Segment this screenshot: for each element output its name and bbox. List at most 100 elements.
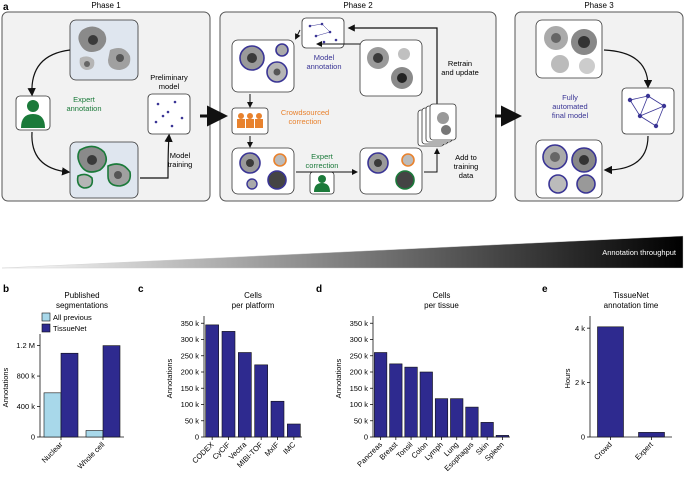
fully-automated-line2: automated [552, 102, 587, 111]
p3-arrow-1 [603, 49, 653, 89]
model-training-line2: training [168, 160, 193, 169]
throughput-gradient-triangle [1, 235, 684, 269]
preliminary-model-graph [147, 93, 191, 135]
chart-b-bar [102, 345, 121, 438]
chart-c-xtick-label: IMC [281, 440, 297, 456]
preliminary-model-line2: model [159, 82, 180, 91]
crowd-icon [231, 107, 269, 135]
chart-e-ytick-label: 2 k [575, 378, 585, 387]
chart-e-xtick-label: Crowd [592, 440, 614, 462]
panel-d-letter: d [316, 284, 322, 295]
panel-c-letter: c [138, 284, 144, 295]
phase1-expert-icon [15, 95, 51, 131]
chart-d-ytick-label: 100 k [350, 400, 369, 409]
phase2-raw-image [359, 39, 423, 97]
chart-b-ytick-label: 1.2 M [16, 341, 35, 350]
chart-e-ytick-label: 0 [581, 433, 585, 442]
chart-b-bar [60, 352, 79, 438]
p1-arrow-1 [27, 49, 71, 97]
chart-b-legend-label: All previous [53, 313, 92, 322]
chart-b-bar [85, 430, 104, 438]
chart-b-xtick-label: Whole cell [76, 440, 107, 471]
chart-b-ylabel: Annotations [1, 367, 10, 407]
chart-c-ytick-label: 250 k [181, 351, 200, 360]
chart-c-bar [221, 331, 236, 438]
chart-d-bar [495, 435, 509, 438]
chart-d-ylabel: Annotations [334, 358, 343, 398]
chart-d-title-line: Cells [433, 291, 451, 300]
add-training-line3: data [459, 171, 474, 180]
chart-c-bar [205, 324, 219, 438]
chart-d-bar [389, 363, 403, 438]
chart-b-legend-swatch [41, 323, 51, 333]
p2-arrow-graph-to-annot [295, 29, 301, 40]
expert-correction-line1: Expert [311, 152, 334, 161]
chart-d-ytick-label: 250 k [350, 351, 369, 360]
chart-d-ytick-label: 350 k [350, 319, 369, 328]
phase1-title: Phase 1 [91, 1, 121, 10]
chart-c-bar [238, 352, 252, 438]
chart-b-ytick-label: 800 k [17, 372, 36, 381]
chart-e-bar [597, 326, 624, 438]
chart-c-ytick-label: 150 k [181, 384, 200, 393]
chart-b-legend-label: TissueNet [53, 324, 87, 333]
phase3-model-graph [621, 87, 675, 135]
crowd-correction-line1: Crowdsourced [281, 108, 329, 117]
crowd-correction-line2: correction [289, 117, 322, 126]
chart-d-bar [434, 398, 449, 438]
panel-b-letter: b [3, 284, 9, 295]
phase2-crowd-corrected-image [231, 147, 295, 195]
chart-b-ytick-label: 0 [31, 433, 35, 442]
chart-d-bar [450, 398, 464, 438]
chart-c-ylabel: Annotations [165, 358, 174, 398]
chart-d-bar [419, 371, 433, 438]
p1-arrow-2 [31, 131, 71, 176]
chart-d-ytick-label: 150 k [350, 384, 369, 393]
chart-b-legend-swatch [41, 312, 51, 322]
phase2-expert-icon [309, 171, 335, 195]
add-training-line2: training [454, 162, 479, 171]
chart-d-bar [404, 366, 418, 438]
chart-e-ytick-label: 4 k [575, 324, 585, 333]
chart-b-bar [43, 392, 62, 438]
chart-b-xtick-label: Nuclear [40, 440, 65, 465]
chart-d-bar [465, 406, 479, 438]
chart-c-ytick-label: 350 k [181, 319, 200, 328]
chart-e-title-line: TissueNet [613, 291, 649, 300]
chart-b-title-line: segmentations [56, 301, 108, 310]
expert-annotation-line2: annotation [66, 104, 101, 113]
retrain-line1: Retrain [448, 59, 472, 68]
panel-a-letter: a [3, 2, 9, 13]
chart-d-ytick-label: 300 k [350, 335, 369, 344]
phase2-expert-corrected-image [359, 147, 423, 195]
chart-c-xtick-label: MxIF [263, 440, 281, 458]
chart-c-ytick-label: 0 [195, 433, 199, 442]
expert-annotation-line1: Expert [73, 95, 96, 104]
training-data-stack [417, 103, 457, 147]
p2-arrow-retrain [347, 24, 438, 118]
p2-arrow-to-stack [424, 148, 440, 173]
throughput-label: Annotation throughput [602, 248, 677, 257]
chart-d-ytick-label: 0 [364, 433, 368, 442]
chart-d-bar [480, 422, 494, 438]
chart-c-bar [270, 400, 285, 438]
phase1-raw-image [69, 19, 139, 81]
phase2-title: Phase 2 [343, 1, 373, 10]
chart-d-title-line: per tissue [424, 301, 459, 310]
chart-e-xtick-label: Expert [633, 439, 655, 461]
retrain-line2: and update [441, 68, 479, 77]
phase2-model-graph [301, 17, 345, 49]
panel-e-letter: e [542, 284, 548, 295]
chart-c-title-line: Cells [244, 291, 262, 300]
model-annotation-line2: annotation [306, 62, 341, 71]
chart-b-ytick-label: 400 k [17, 402, 36, 411]
chart-c-ytick-label: 100 k [181, 400, 200, 409]
chart-d-ytick-label: 200 k [350, 368, 369, 377]
phase3-raw-image [535, 19, 603, 79]
phase3-final-image [535, 139, 603, 199]
